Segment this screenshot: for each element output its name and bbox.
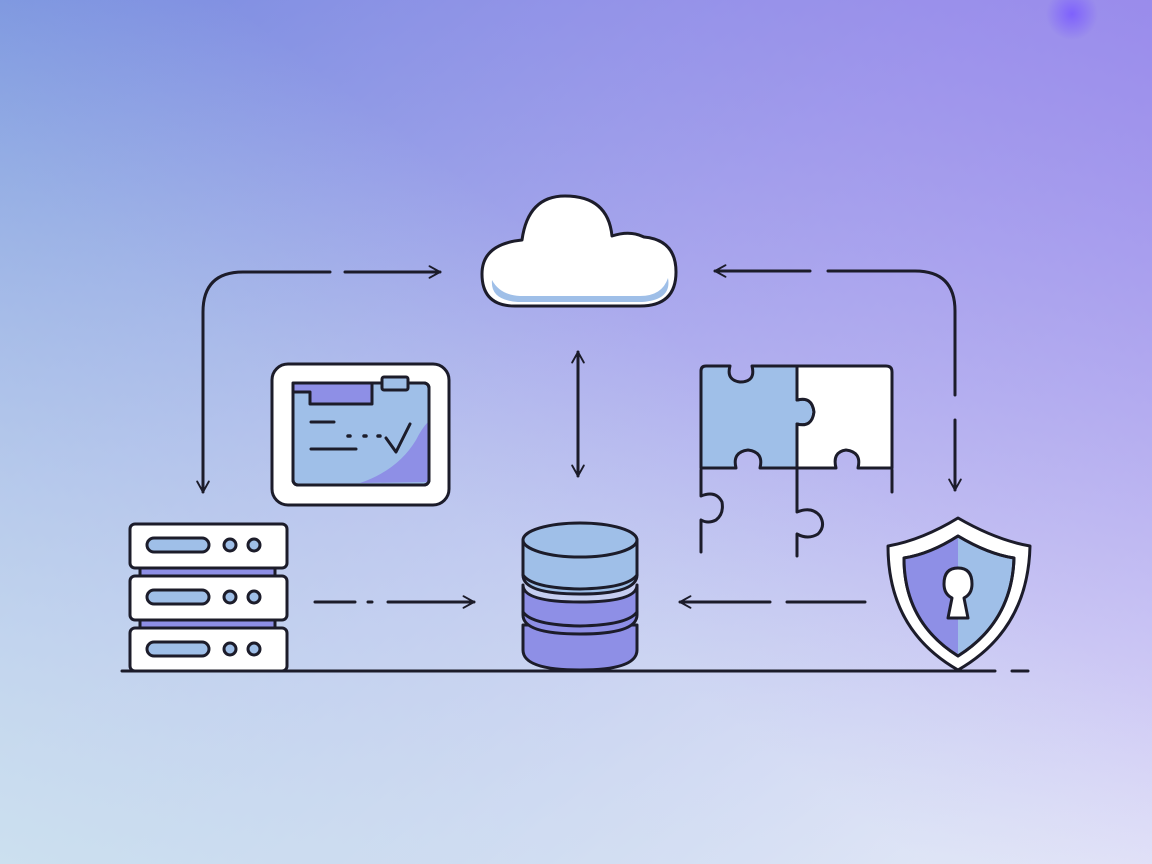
database-icon	[521, 521, 639, 672]
browser-window-icon	[270, 362, 451, 507]
connector-server-cloud-vertical	[196, 270, 332, 494]
corner-glow	[1046, 0, 1098, 40]
connector-shield-cloud-corner	[826, 269, 957, 397]
puzzle-icon	[699, 364, 894, 558]
server-rack-icon	[128, 522, 289, 673]
cloud-icon	[480, 194, 678, 308]
shield-lock-icon	[886, 516, 1032, 672]
